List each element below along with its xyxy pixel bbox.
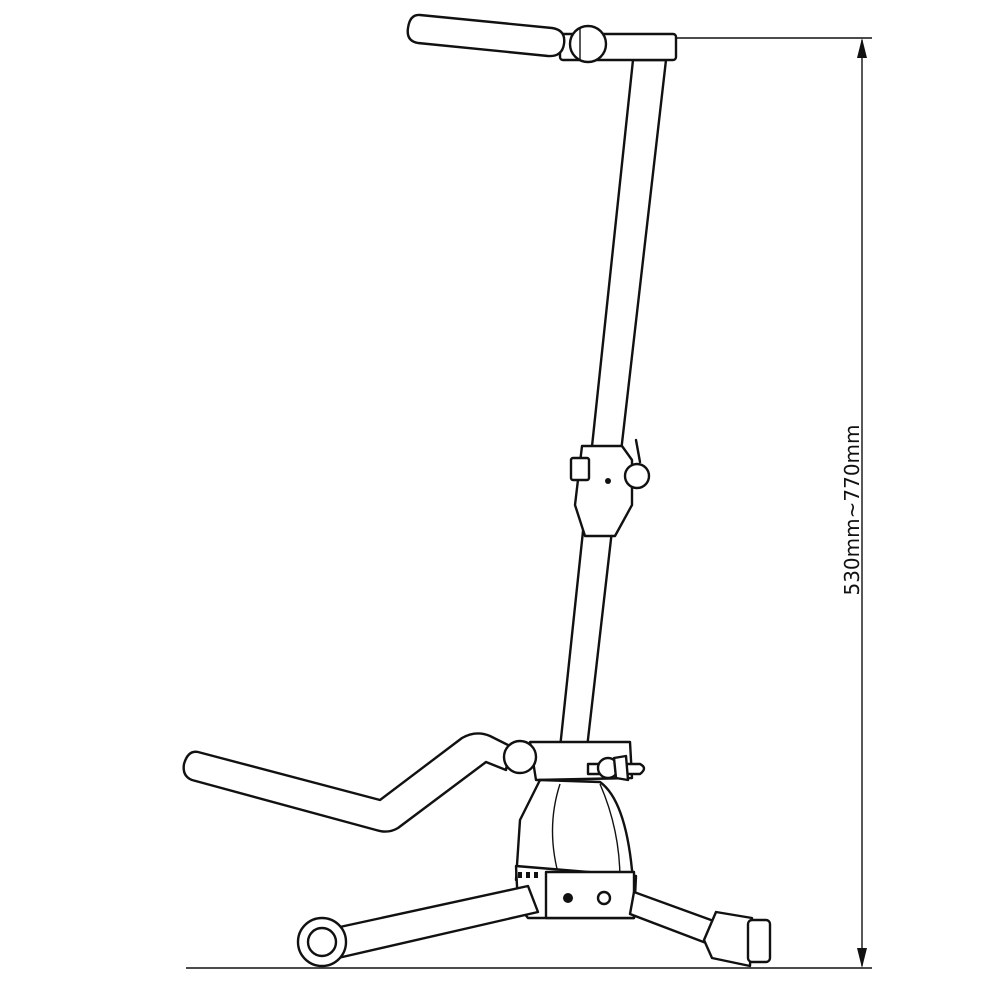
lower-clamp xyxy=(502,739,646,782)
lower-knob-icon xyxy=(502,739,538,775)
base-hub xyxy=(514,778,638,920)
main-pole xyxy=(558,58,668,750)
lower-arm xyxy=(182,732,512,833)
middle-knob-icon xyxy=(623,462,651,490)
top-yoke xyxy=(406,13,678,64)
dimension-lines xyxy=(186,37,872,969)
left-leg xyxy=(324,884,540,960)
top-knob-icon xyxy=(568,24,608,64)
height-dimension-label: 530mm~770mm xyxy=(840,424,864,596)
middle-clamp xyxy=(569,438,651,538)
right-foot-icon xyxy=(702,910,754,968)
